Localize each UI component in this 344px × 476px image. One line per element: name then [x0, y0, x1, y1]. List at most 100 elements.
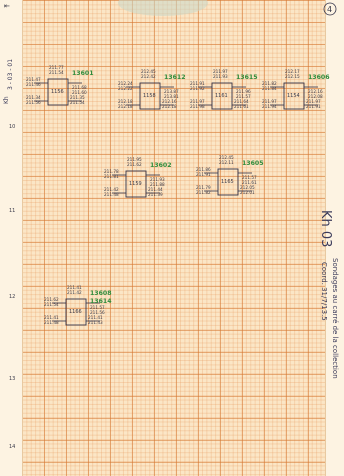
find-number: 13602 — [150, 162, 172, 169]
axis-marker: 13 — [9, 376, 15, 382]
elevation-reading: 211.41 — [88, 315, 103, 320]
elevation-reading: 211.60 — [72, 90, 87, 95]
elevation-reading: 213.87 — [164, 89, 179, 94]
find-number: 13606 — [308, 74, 330, 81]
elevation-reading: 211.91 — [306, 104, 321, 109]
paper-stain — [118, 0, 208, 16]
elevation-reading: 211.42 — [67, 290, 82, 295]
sheet-number: 4 — [327, 5, 332, 14]
corner-arrow-icon: ⇤ — [4, 2, 10, 10]
elevation-reading: 212.42 — [141, 74, 156, 79]
elevation-reading: 211.81 — [104, 174, 119, 179]
elevation-reading: 211.43 — [88, 320, 103, 325]
elevation-reading: 211.54 — [49, 70, 64, 75]
elevation-reading: 211.61 — [234, 104, 249, 109]
elevation-reading: 211.97 — [213, 69, 228, 74]
elevation-reading: 211.91 — [196, 172, 211, 177]
elevation-reading: 211.82 — [196, 190, 211, 195]
sheet-number-circle — [323, 2, 337, 16]
elevation-reading: 211.44 — [148, 187, 163, 192]
side-note: Sondages au carré de la collection — [331, 258, 339, 379]
elevation-reading: 211.57 — [90, 305, 105, 310]
elevation-reading: 211.95 — [127, 157, 142, 162]
stone-group-1166: 11661360813614211.41211.42211.57211.5621… — [44, 285, 112, 326]
stone-id: 1166 — [69, 309, 82, 315]
elevation-reading: 211.97 — [190, 99, 205, 104]
stone-group-1165: 116513605212.45212.11211.57211.61211.862… — [196, 155, 264, 196]
stones-layer: 115613601211.77211.54211.68211.60211.472… — [26, 65, 330, 326]
elevation-reading: 211.34 — [26, 95, 41, 100]
elevation-reading: 211.57 — [236, 94, 251, 99]
elevation-reading: 211.93 — [213, 74, 228, 79]
axis-marker: 10 — [9, 124, 15, 130]
stone-group-1156: 115613601211.77211.54211.68211.60211.472… — [26, 65, 94, 106]
axis-marker: 11 — [9, 208, 15, 214]
elevation-reading: 211.48 — [44, 320, 59, 325]
elevation-reading: 211.48 — [104, 192, 119, 197]
elevation-reading: 212.11 — [219, 160, 234, 165]
stone-outline — [211, 82, 233, 110]
margin-sub: Kh — [3, 96, 10, 104]
stone-group-1154: 115413606212.17212.15212.16212.08211.822… — [262, 69, 330, 110]
elevation-reading: 211.56 — [26, 100, 41, 105]
stone-id: 1165 — [221, 179, 234, 185]
elevation-reading: 211.56 — [90, 310, 105, 315]
elevation-reading: 211.39 — [148, 192, 163, 197]
find-number-2: 13614 — [90, 298, 112, 305]
elevation-reading: 211.86 — [196, 167, 211, 172]
elevation-reading: 212.08 — [308, 94, 323, 99]
elevation-reading: 211.54 — [44, 302, 59, 307]
stone-outline — [125, 170, 147, 198]
elevation-reading: 211.77 — [49, 65, 64, 70]
elevation-reading: 212.22 — [118, 86, 133, 91]
stone-group-1158: 115813612212.45212.42213.87213.81212.242… — [118, 69, 186, 110]
elevation-reading: 211.41 — [67, 285, 82, 290]
stone-id: 1156 — [51, 89, 64, 95]
stone-id: 1161 — [215, 93, 228, 99]
find-number: 13605 — [242, 160, 264, 167]
elevation-reading: 212.18 — [118, 104, 133, 109]
elevation-reading: 211.84 — [262, 86, 277, 91]
elevation-reading: 211.91 — [190, 81, 205, 86]
axis-marker: 12 — [9, 294, 15, 300]
stone-outline — [47, 78, 69, 106]
side-note-2: Coord. 31/7/13.5 — [320, 262, 328, 321]
elevation-reading: 211.61 — [242, 180, 257, 185]
elevation-reading: 211.93 — [150, 177, 165, 182]
stone-outline — [217, 168, 239, 196]
elevation-reading: 212.24 — [118, 81, 133, 86]
stone-outline — [283, 82, 305, 110]
elevation-reading: 211.35 — [70, 95, 85, 100]
stone-group-1159: 115913602211.95211.62211.93211.88211.782… — [104, 157, 172, 198]
elevation-reading: 211.68 — [72, 85, 87, 90]
elevation-reading: 211.57 — [242, 175, 257, 180]
elevation-reading: 212.16 — [308, 89, 323, 94]
right-margin — [325, 0, 344, 476]
elevation-reading: 211.94 — [262, 104, 277, 109]
find-number: 13608 — [90, 290, 112, 297]
stone-id: 1158 — [143, 93, 156, 99]
elevation-reading: 213.81 — [164, 94, 179, 99]
side-title: Kh 03 — [318, 210, 333, 247]
elevation-reading: 211.54 — [70, 100, 85, 105]
elevation-reading: 212.01 — [240, 190, 255, 195]
elevation-reading: 211.78 — [104, 169, 119, 174]
find-number: 13601 — [72, 70, 94, 77]
elevation-reading: 211.97 — [306, 99, 321, 104]
elevation-reading: 211.62 — [127, 162, 142, 167]
elevation-reading: 212.18 — [118, 99, 133, 104]
stone-id: 1159 — [129, 181, 142, 187]
elevation-reading: 211.46 — [26, 82, 41, 87]
stone-outline — [65, 298, 87, 326]
axis-marker: 14 — [9, 444, 15, 450]
elevation-reading: 212.17 — [285, 69, 300, 74]
stone-group-1161: 116113615211.97211.93211.96211.57211.912… — [190, 69, 258, 110]
left-margin — [0, 0, 23, 476]
elevation-reading: 212.18 — [162, 104, 177, 109]
elevation-reading: 211.88 — [150, 182, 165, 187]
elevation-reading: 211.47 — [26, 77, 41, 82]
find-number: 13615 — [236, 74, 258, 81]
elevation-reading: 211.82 — [262, 81, 277, 86]
elevation-reading: 212.45 — [141, 69, 156, 74]
